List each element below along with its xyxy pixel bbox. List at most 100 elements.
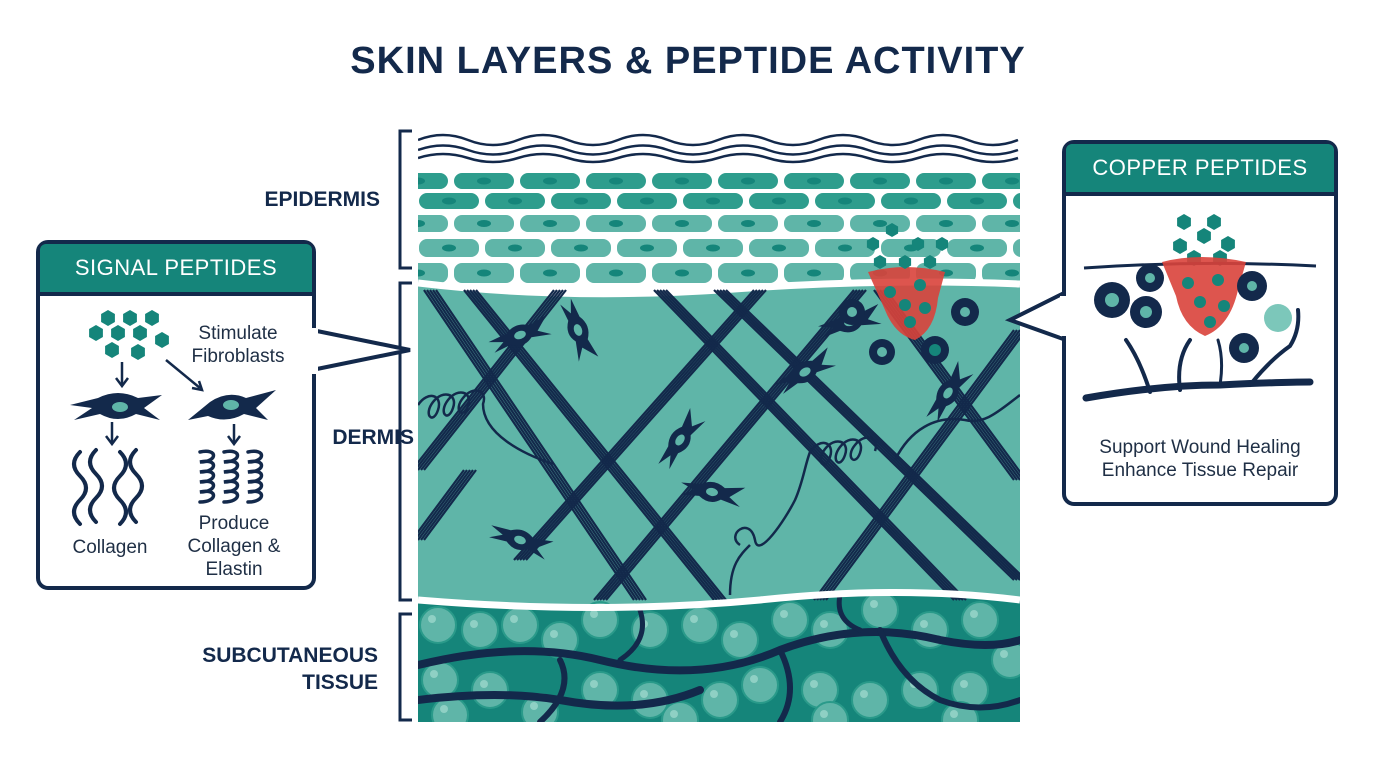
fat-highlight <box>810 680 818 688</box>
fat-cell <box>581 601 619 639</box>
cell-nucleus <box>741 269 755 277</box>
stimulate-line2: Fibroblasts <box>191 346 285 367</box>
peptide-hexagon <box>935 237 949 251</box>
cell-nucleus <box>477 177 491 185</box>
fibroblast <box>488 314 552 353</box>
cell-nucleus <box>508 197 522 205</box>
cell-nucleus <box>508 244 522 252</box>
fat-highlight <box>480 680 488 688</box>
collagen-fiber <box>429 289 641 601</box>
collagen-fiber <box>522 289 764 561</box>
fat-highlight <box>640 690 648 698</box>
collagen-fiber <box>418 289 561 471</box>
cell-nucleus <box>543 220 557 227</box>
blood-vessels <box>418 592 1020 722</box>
collagen-fiber <box>819 329 1020 601</box>
collagen-fiber <box>516 289 758 561</box>
collagen-fiber <box>418 469 468 538</box>
copper-peptides-heading: COPPER PEPTIDES <box>1066 144 1334 196</box>
fat-highlight <box>550 630 558 638</box>
peptide-hexagon <box>1177 214 1191 230</box>
subcutaneous-label-line1: SUBCUTANEOUS <box>202 644 378 667</box>
cell-nucleus <box>442 244 456 252</box>
collagen-fiber <box>418 289 555 465</box>
fat-highlight <box>690 615 698 623</box>
collagen-fiber <box>813 329 1015 601</box>
fat-highlight <box>870 600 878 608</box>
copper-vessels <box>1082 308 1314 402</box>
cell-nucleus <box>807 269 821 277</box>
fat-cell <box>661 701 699 722</box>
collagen-fiber <box>418 469 465 534</box>
fat-highlight <box>510 615 518 623</box>
collagen-fiber <box>719 289 1020 581</box>
epidermis-cell <box>418 171 450 191</box>
cell-nucleus <box>640 244 654 252</box>
fat-highlight <box>1000 650 1008 658</box>
collagen-fiber <box>662 289 964 601</box>
cell-nucleus <box>574 244 588 252</box>
cell-nucleus <box>706 197 720 205</box>
fat-highlight <box>920 620 928 628</box>
cell-nucleus <box>477 220 491 227</box>
epidermis-cell <box>418 213 450 234</box>
produce-line3: Elastin <box>205 559 263 580</box>
signal-callout-pointer <box>311 328 411 372</box>
fat-highlight <box>590 680 598 688</box>
fat-highlight <box>960 680 968 688</box>
cell-nucleus <box>970 197 984 205</box>
collagen-fiber <box>519 289 761 561</box>
fat-highlight <box>590 610 598 618</box>
collagen-fiber <box>420 469 474 541</box>
peptide-hexagon <box>1197 228 1211 244</box>
cell-nucleus <box>873 177 887 185</box>
cell-nucleus <box>574 197 588 205</box>
peptide-hexagons-dermis <box>866 223 949 269</box>
fat-cell <box>701 681 739 719</box>
collagen-text: Collagen <box>72 537 148 558</box>
cell-nucleus <box>706 244 720 252</box>
cell-nucleus <box>807 177 821 185</box>
copper-cells <box>1094 264 1292 363</box>
cell-nucleus <box>1005 220 1019 227</box>
signal-fibroblast-left <box>70 393 162 420</box>
signal-fibroblast-right <box>188 390 276 420</box>
fibroblast <box>775 347 836 394</box>
fibroblast <box>658 408 706 470</box>
cell-nucleus <box>807 220 821 227</box>
elastin-coils <box>418 389 1020 596</box>
fat-highlight <box>730 630 738 638</box>
fat-highlight <box>750 675 758 683</box>
copper-callout-pointer <box>1004 290 1067 342</box>
epidermis-cell <box>1011 237 1020 259</box>
cell-nucleus <box>442 197 456 205</box>
peptide-hexagon <box>145 310 159 326</box>
cell-nucleus <box>772 244 786 252</box>
cell-nucleus <box>741 220 755 227</box>
cell-nucleus <box>543 269 557 277</box>
copper-peptides-in-wound <box>1182 274 1230 328</box>
collagen-fiber <box>605 289 867 601</box>
copper-line2: Enhance Tissue Repair <box>1101 460 1299 481</box>
fat-highlight <box>820 710 828 718</box>
collagen-fiber <box>659 289 961 601</box>
peptide-hexagon <box>873 255 887 269</box>
peptide-hexagon <box>911 237 925 251</box>
cell-nucleus <box>939 177 953 185</box>
collagen-fiber <box>722 289 1020 579</box>
peptide-hexagon <box>123 310 137 326</box>
cell-nucleus <box>873 220 887 227</box>
peptide-hexagon <box>111 325 125 341</box>
copper-pointer-cover <box>1060 296 1070 336</box>
signal-arrows <box>105 359 241 447</box>
peptide-hexagon <box>155 332 169 348</box>
collagen-fiber <box>653 289 955 601</box>
fat-highlight <box>820 620 828 628</box>
fat-cell <box>461 611 499 649</box>
fat-highlight <box>860 690 868 698</box>
collagen-fiber <box>596 289 858 601</box>
signal-collagen-fibers <box>72 448 144 526</box>
subcutaneous-label-line2: TISSUE <box>302 671 378 694</box>
